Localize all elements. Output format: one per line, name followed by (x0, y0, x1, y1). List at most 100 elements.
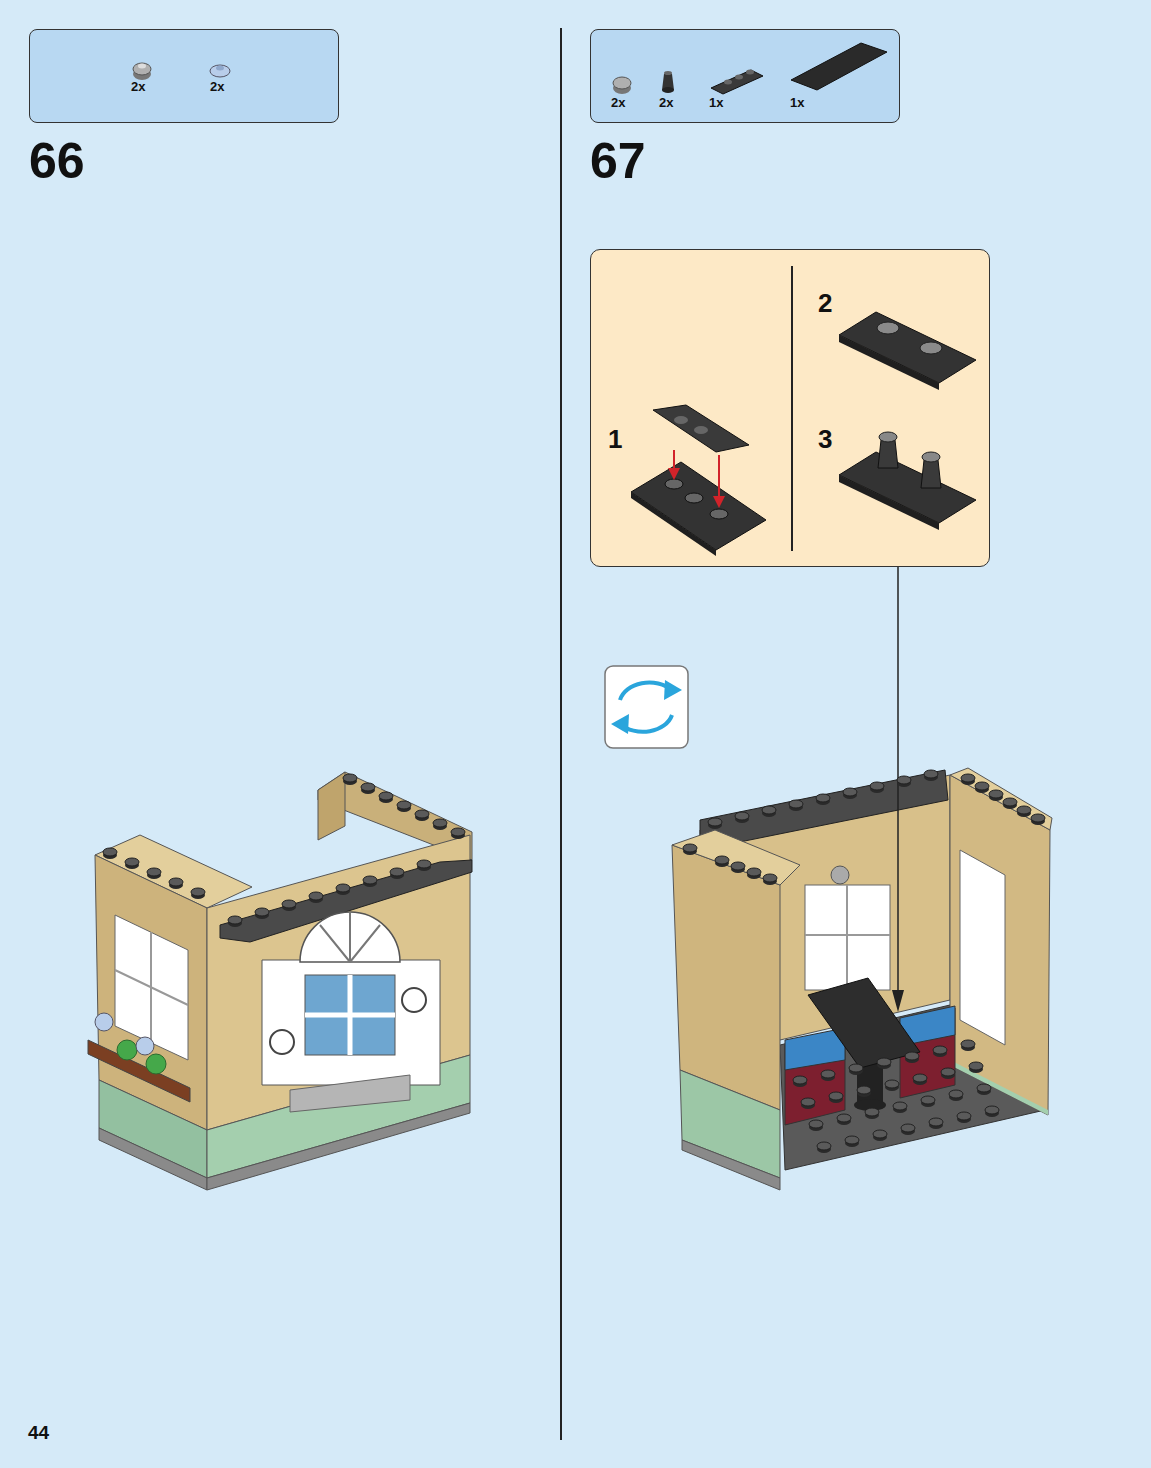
illustration-shape (843, 788, 857, 796)
illustration-shape (300, 912, 400, 962)
illustration-shape (715, 856, 729, 864)
illustration-shape (402, 988, 426, 1012)
illustration-shape (662, 87, 674, 93)
illustration-shape (849, 1064, 863, 1072)
illustration-shape (147, 868, 161, 876)
part-quantity: 2x (659, 96, 673, 109)
illustration-shape (905, 1052, 919, 1060)
illustration-shape (103, 770, 1045, 1153)
illustration-shape (961, 774, 975, 782)
illustration-shape (136, 1037, 154, 1055)
illustration-shape (746, 70, 754, 75)
illustration-shape (941, 1068, 955, 1076)
illustration-shape (950, 1060, 1048, 1115)
part-quantity: 1x (790, 96, 804, 109)
illustration-shape (901, 1124, 915, 1132)
illustration-shape (929, 1118, 943, 1126)
illustration-shape (415, 810, 429, 818)
illustration-shape (390, 868, 404, 876)
callout-number: 2 (818, 290, 832, 316)
illustration-shape (451, 828, 465, 836)
illustration-shape (262, 960, 440, 1085)
step-number: 67 (590, 136, 646, 186)
illustration-shape (897, 776, 911, 784)
illustration-shape (115, 915, 188, 1060)
callout-number: 1 (608, 426, 622, 452)
illustration-shape (724, 80, 732, 85)
illustration-shape (672, 845, 780, 1110)
illustration-shape (821, 1070, 835, 1078)
illustration-shape (125, 858, 139, 866)
illustration-shape (694, 426, 708, 434)
illustration-shape (664, 680, 682, 700)
illustration-shape (801, 1098, 815, 1106)
part-quantity: 2x (210, 80, 224, 93)
illustration-shape (700, 770, 948, 850)
illustration-shape (290, 1075, 410, 1112)
illustration-shape (762, 806, 776, 814)
illustration-shape (672, 768, 1052, 1190)
illustration-shape (747, 868, 761, 876)
illustration-shape (397, 801, 411, 809)
illustration-shape (735, 812, 749, 820)
illustration-shape (191, 888, 205, 896)
illustration-shape (674, 416, 688, 424)
illustration-shape (873, 1130, 887, 1138)
illustration-shape (763, 874, 777, 882)
illustration-shape (591, 250, 991, 568)
illustration-shape (115, 932, 188, 1043)
illustration-shape (805, 885, 890, 990)
illustration-shape (831, 866, 849, 884)
illustration-shape (169, 878, 183, 886)
part-quantity: 1x (709, 96, 723, 109)
part-quantity: 2x (611, 96, 625, 109)
illustration-shape (960, 850, 1005, 1045)
illustration-shape (878, 440, 898, 468)
illustration-shape (1003, 798, 1017, 806)
illustration-shape (146, 1054, 166, 1074)
illustration-shape (845, 1136, 859, 1144)
step-number: 66 (29, 136, 85, 186)
illustration-shape (791, 266, 793, 551)
illustration-shape (913, 1074, 927, 1082)
illustration-shape (417, 860, 431, 868)
illustration-shape (282, 900, 296, 908)
illustration-shape (711, 70, 763, 94)
illustration-shape (791, 43, 887, 90)
illustration-shape (320, 912, 380, 962)
illustration-shape (829, 1092, 843, 1100)
illustration-shape (857, 1086, 871, 1094)
illustration-shape (207, 1103, 470, 1190)
illustration-shape (865, 1108, 879, 1116)
illustration-shape (611, 714, 629, 734)
illustration-shape (305, 975, 395, 1055)
illustration-shape (361, 783, 375, 791)
illustration-shape (892, 990, 904, 1012)
illustration-shape (591, 30, 901, 124)
parts-callout-box: 2x 2x 1x 1x (590, 29, 900, 123)
illustration-shape (921, 460, 941, 488)
illustration-shape (305, 975, 395, 1055)
illustration-shape (731, 862, 745, 870)
illustration-shape (921, 1096, 935, 1104)
illustration-shape (924, 770, 938, 778)
illustration-shape (710, 509, 728, 519)
illustration-shape (665, 479, 683, 489)
illustration-shape (379, 792, 393, 800)
illustration-shape (255, 908, 269, 916)
illustration-shape (877, 1058, 891, 1066)
illustration-shape (99, 1128, 207, 1190)
illustration-shape (809, 1120, 823, 1128)
illustration-shape (30, 30, 340, 124)
illustration-shape (805, 885, 890, 990)
illustration-shape (922, 452, 940, 462)
illustration-shape (433, 819, 447, 827)
sub-assembly-box: 123 (590, 249, 990, 567)
illustration-shape (653, 405, 749, 452)
illustration-shape (789, 800, 803, 808)
part-quantity: 2x (131, 80, 145, 93)
illustration-shape (975, 782, 989, 790)
illustration-shape (950, 775, 1050, 1115)
